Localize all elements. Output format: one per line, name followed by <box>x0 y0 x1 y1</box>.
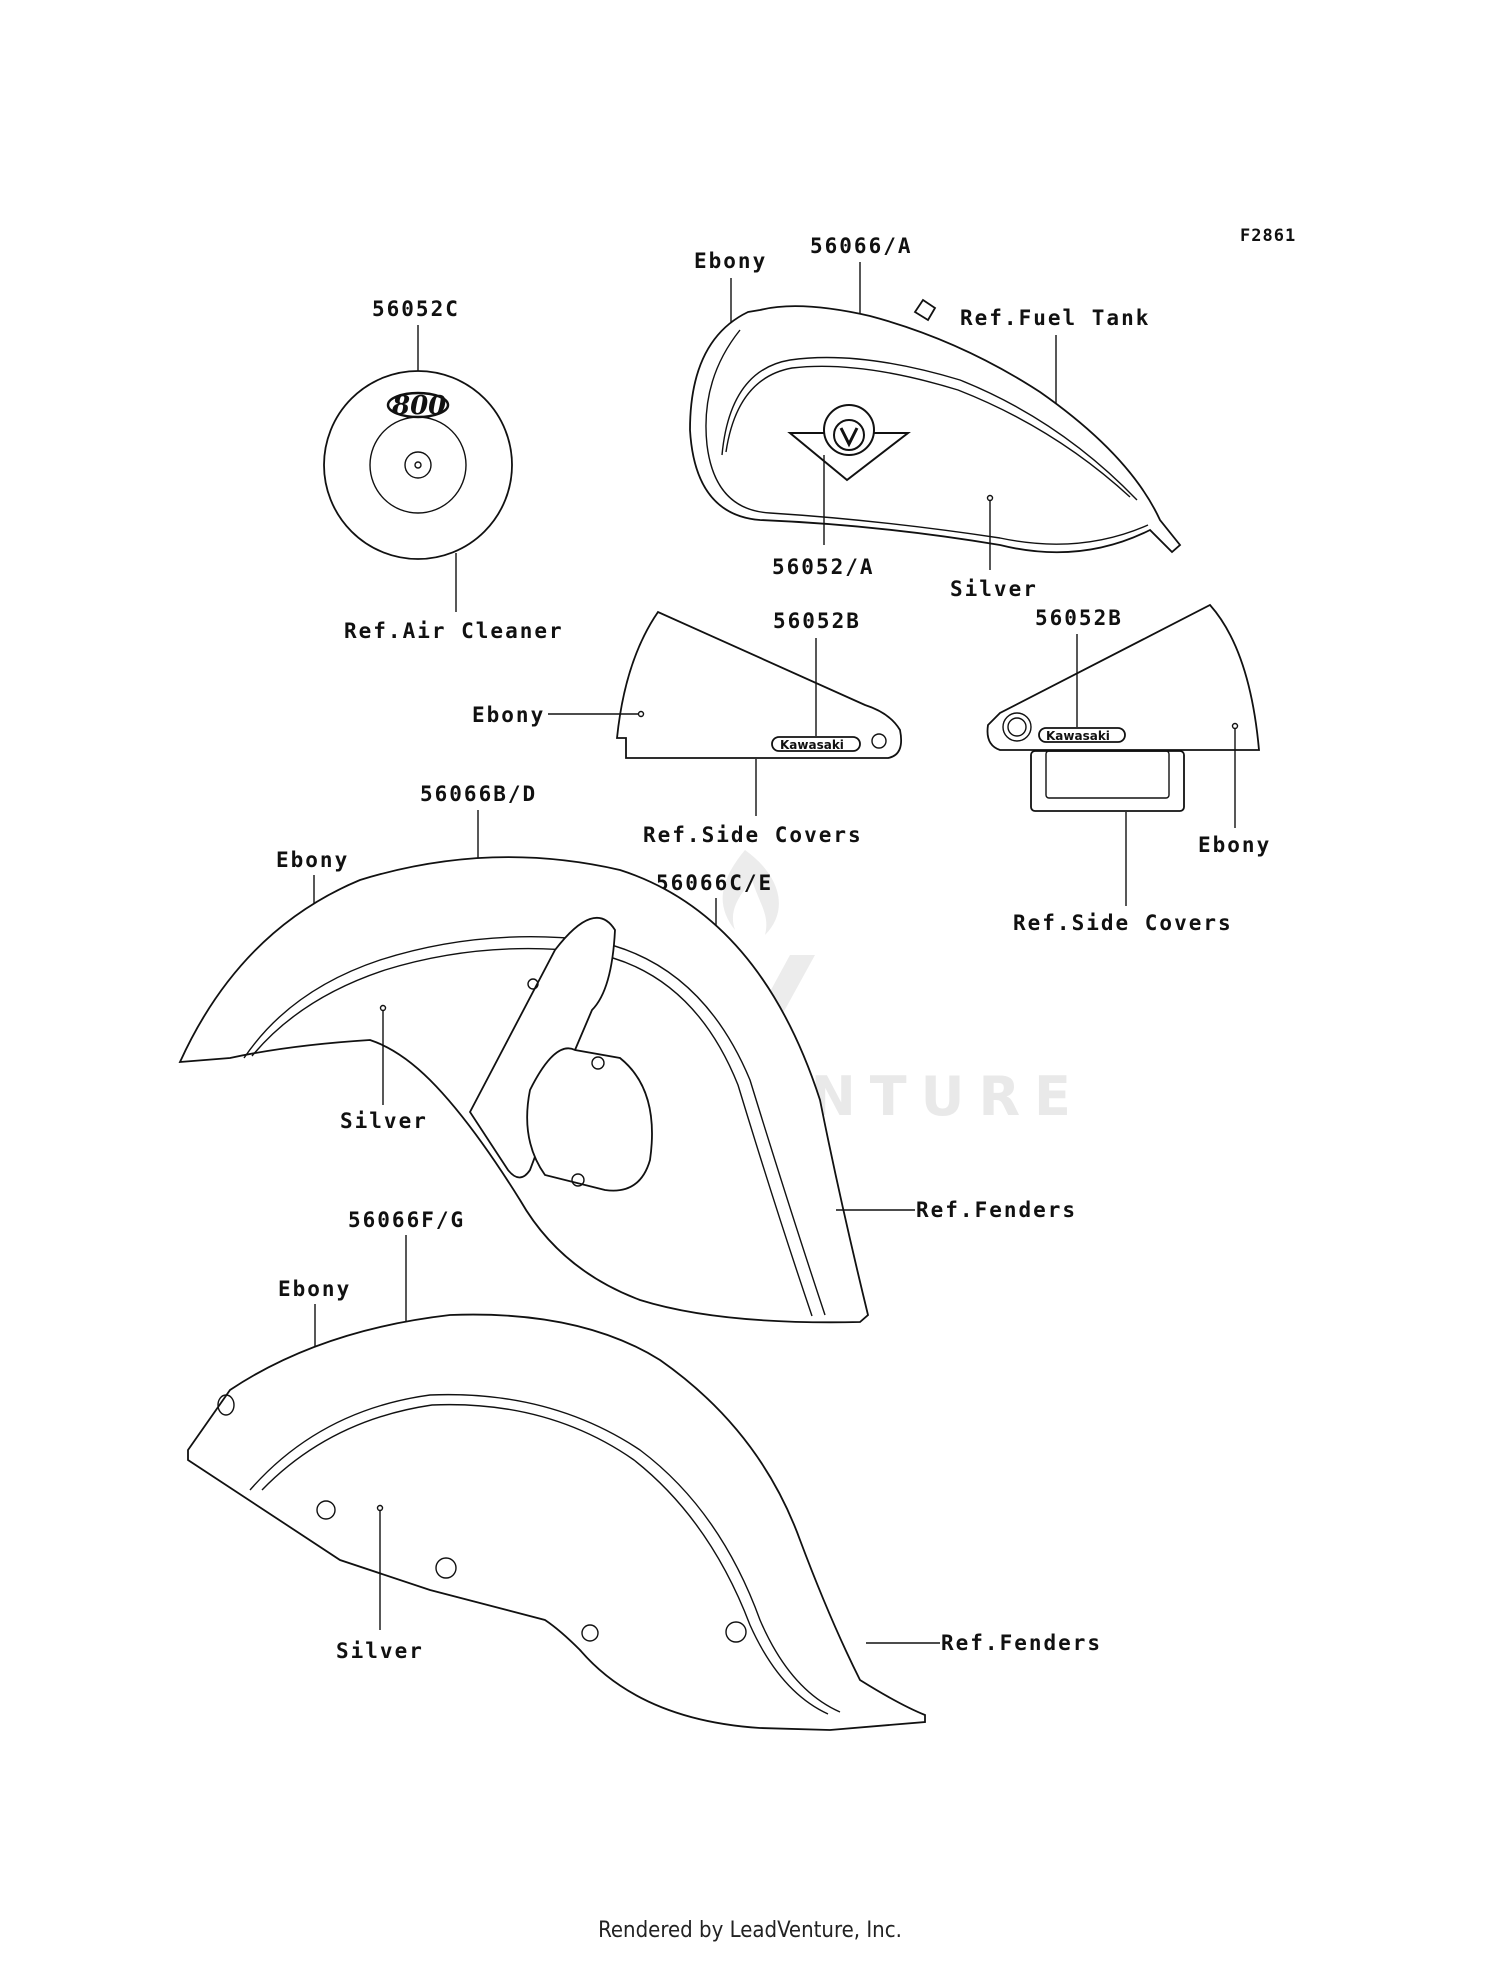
air-cleaner-part-number[interactable]: 56052C <box>372 297 460 321</box>
fuel-tank-stripe-part-number[interactable]: 56066/A <box>810 234 913 258</box>
side-cover-right-part-number[interactable]: 56052B <box>1035 606 1123 630</box>
svg-text:Kawasaki: Kawasaki <box>780 738 844 752</box>
air-cleaner-ref-label: Ref.Air Cleaner <box>344 619 564 643</box>
fuel-filler-cap-icon <box>913 298 937 322</box>
fender-bolt <box>435 1557 457 1579</box>
watermark-flame-icon <box>722 850 779 935</box>
footer-credit: Rendered by LeadVenture, Inc. <box>598 1918 902 1943</box>
rear-fender-group: 56066F/G Ebony Silver Ref.Fenders <box>187 1208 1102 1731</box>
fender-bolt <box>725 1621 747 1643</box>
fuel-tank-outline <box>689 305 1182 554</box>
front-fender-ref-label: Ref.Fenders <box>916 1198 1077 1222</box>
side-cover-left-part-number[interactable]: 56052B <box>773 609 861 633</box>
fuel-tank-color-top: Ebony <box>694 249 767 273</box>
leader-dot <box>637 710 645 718</box>
kawasaki-badge-icon: Kawasaki <box>1038 727 1126 743</box>
side-cover-bolt-inner <box>1007 717 1027 737</box>
side-cover-right-group: 56052B Kawasaki Ref.Side Covers Ebony <box>986 603 1271 935</box>
air-cleaner-cover <box>323 370 513 560</box>
fuel-tank-inner-edge <box>705 329 1149 545</box>
rear-fender-color-bottom: Silver <box>336 1639 424 1663</box>
emblem-800-icon: 800 <box>386 391 450 421</box>
fender-bolt <box>316 1500 336 1520</box>
rear-fender-stripe <box>249 1393 841 1713</box>
fuel-tank-group: Ebony 56066/A Ref.Fuel Tank 56052/A Silv… <box>689 234 1182 601</box>
side-cover-right-bracket-inner <box>1045 750 1170 799</box>
side-cover-left-group: 56052B Kawasaki Ebony Ref.Side Covers <box>472 609 903 847</box>
leader-dot <box>376 1504 384 1512</box>
fuel-tank-stripe-inner <box>725 365 1131 498</box>
side-cover-right-outline <box>986 603 1260 751</box>
air-cleaner-bolt <box>414 461 422 469</box>
air-cleaner-group: 56052C 800 Ref.Air Cleaner <box>323 297 564 643</box>
front-fender-color-bottom: Silver <box>340 1109 428 1133</box>
leader-dot <box>1231 722 1239 730</box>
leader-dot <box>379 1004 387 1012</box>
rear-fender-ref-label: Ref.Fenders <box>941 1631 1102 1655</box>
rear-fender-stripe-inner <box>261 1403 829 1715</box>
fuel-tank-stripe <box>721 356 1138 501</box>
rear-fender-stripe-part-number[interactable]: 56066F/G <box>348 1208 465 1232</box>
svg-text:800: 800 <box>391 391 446 421</box>
svg-text:Kawasaki: Kawasaki <box>1046 729 1110 743</box>
side-cover-bolt <box>871 733 887 749</box>
front-fender-bracket <box>468 916 616 1179</box>
side-cover-left-outline <box>616 610 903 759</box>
fuel-tank-color-bottom: Silver <box>950 577 1038 601</box>
air-cleaner-center <box>404 451 432 479</box>
side-cover-left-color: Ebony <box>472 703 545 727</box>
front-fender-bracket-plate <box>526 1047 653 1192</box>
kawasaki-badge-icon: Kawasaki <box>771 736 861 752</box>
front-fender-color-top: Ebony <box>276 848 349 872</box>
fender-bolt <box>571 1173 585 1187</box>
front-fender-group: 56066B/D Ebony 56066C/E Silver Ref.Fende… <box>178 782 1077 1324</box>
v-emblem-icon <box>787 404 911 482</box>
fuel-tank-ref-label: Ref.Fuel Tank <box>960 306 1150 330</box>
fender-bolt <box>527 978 539 990</box>
side-cover-left-ref-label: Ref.Side Covers <box>643 823 863 847</box>
fender-bolt <box>591 1056 605 1070</box>
side-cover-bolt <box>1002 712 1032 742</box>
fuel-tank-emblem-part-number[interactable]: 56052/A <box>772 555 875 579</box>
rear-fender-outline <box>187 1313 926 1731</box>
side-cover-right-bracket <box>1030 750 1185 812</box>
rear-fender-hole <box>217 1394 235 1416</box>
leader-dot <box>986 494 994 502</box>
fender-bolt <box>581 1624 599 1642</box>
rear-fender-color-top: Ebony <box>278 1277 351 1301</box>
figure-id: F2861 <box>1240 226 1296 246</box>
side-cover-right-ref-label: Ref.Side Covers <box>1013 911 1233 935</box>
front-fender-rear-stripe-part-number[interactable]: 56066C/E <box>656 871 773 895</box>
side-cover-right-color: Ebony <box>1198 833 1271 857</box>
front-fender-stripe-part-number[interactable]: 56066B/D <box>420 782 537 806</box>
